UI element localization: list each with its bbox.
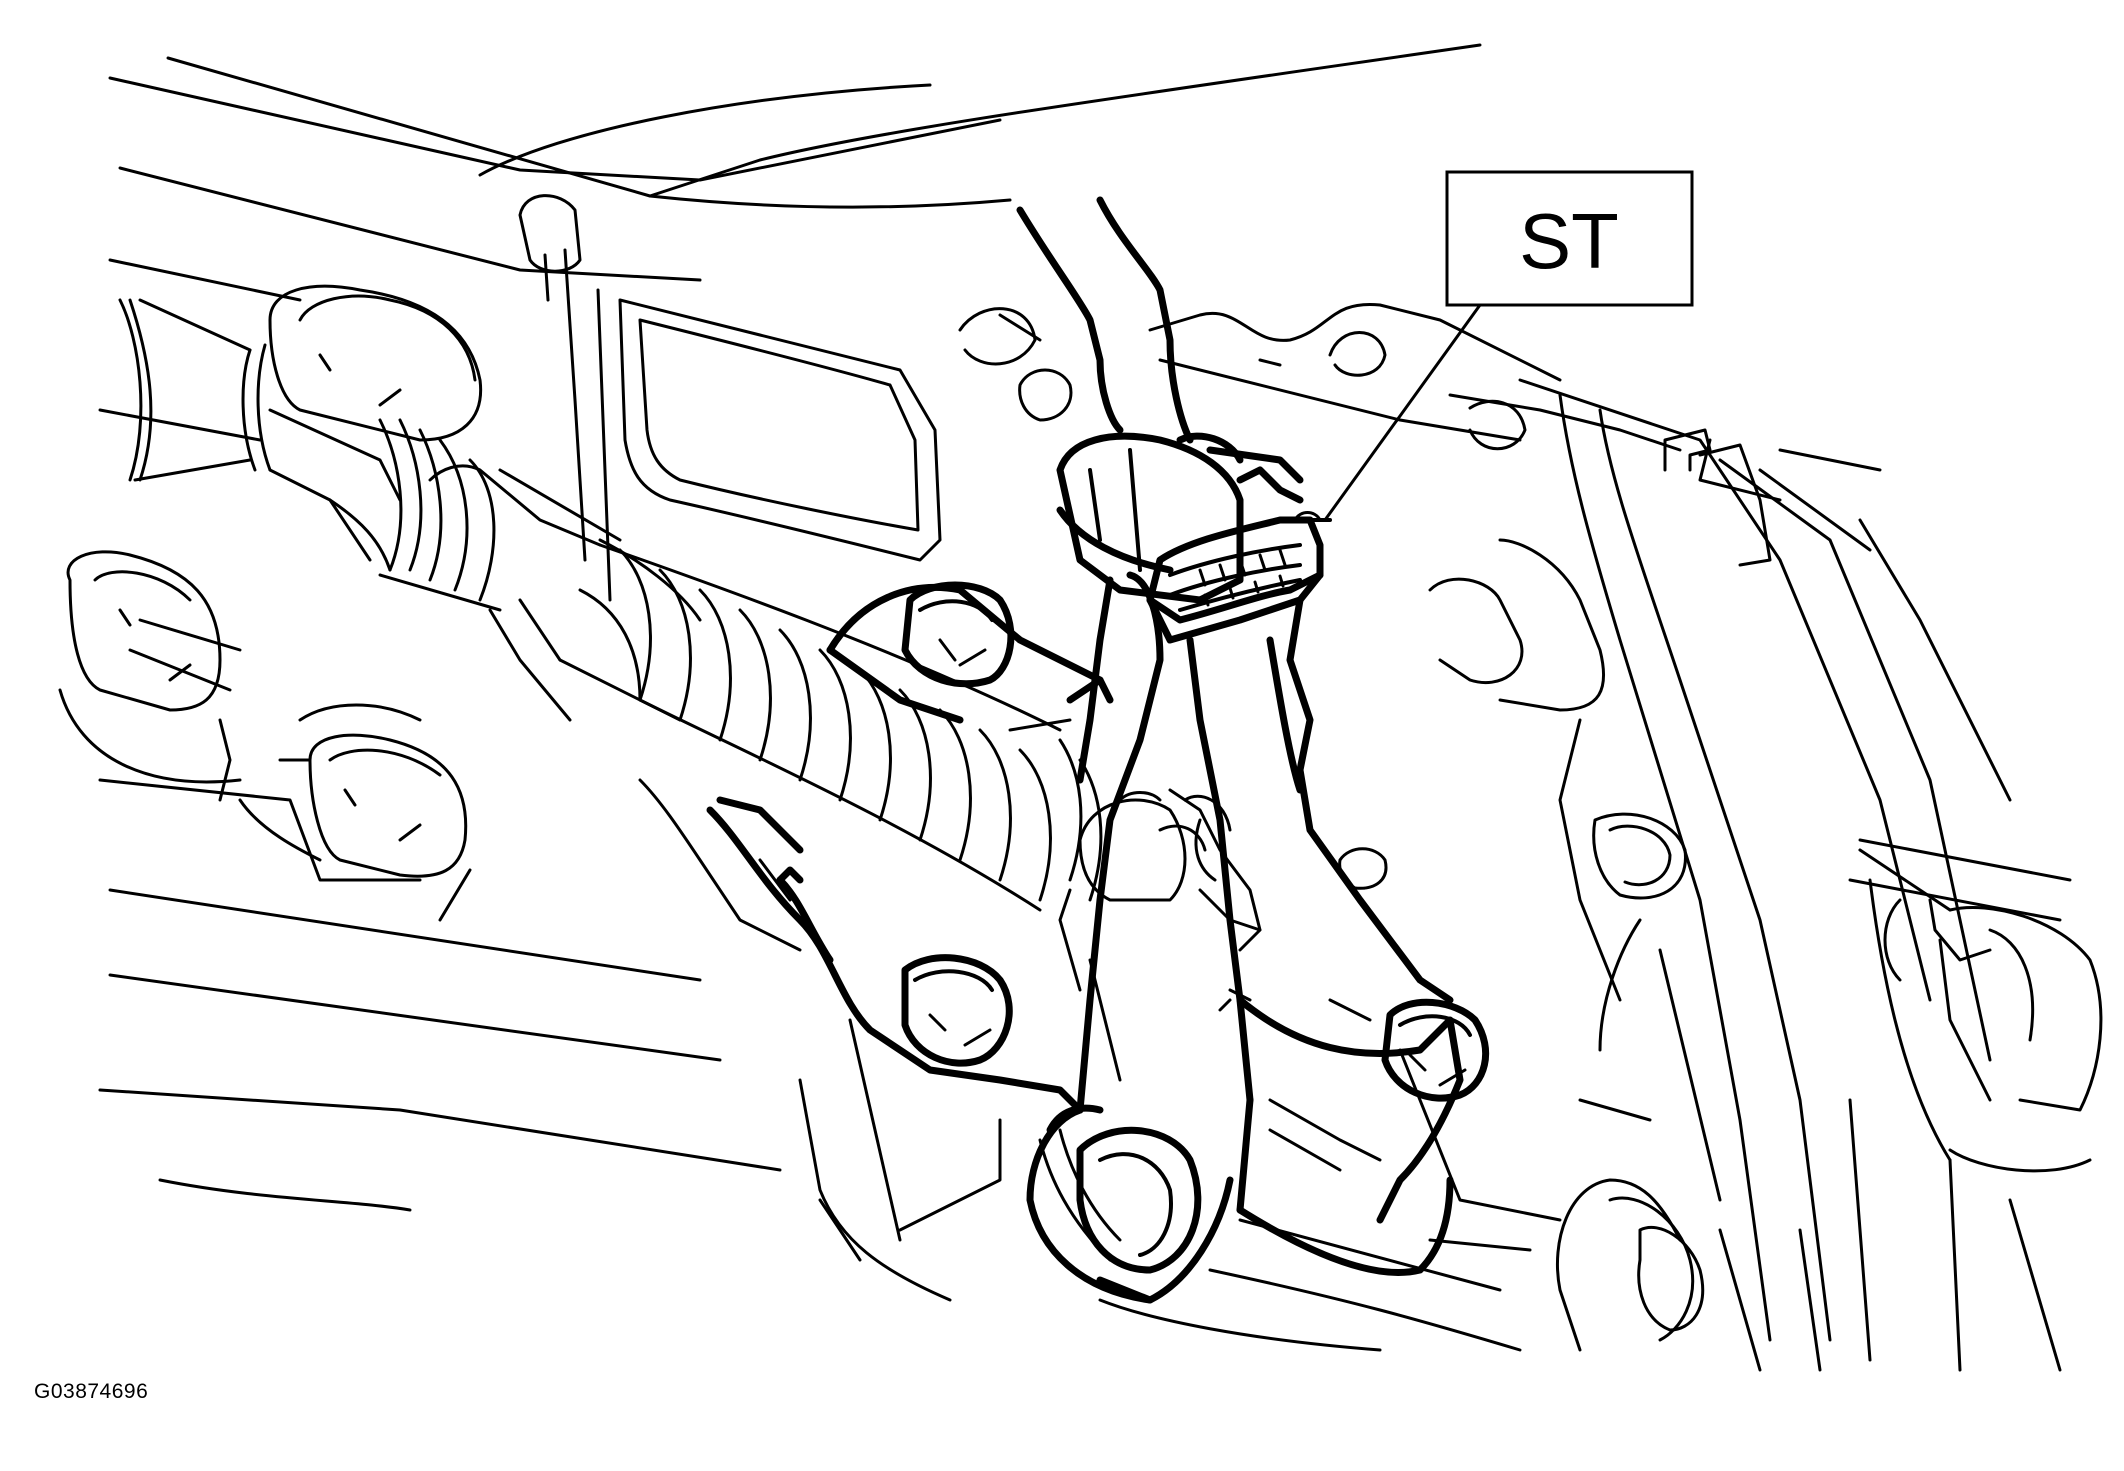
valve-body-plate [618, 298, 1042, 562]
callout-leader-line [1323, 304, 1482, 521]
manual-lever-bracket [706, 571, 1464, 1304]
special-tool-st [1146, 511, 1332, 644]
ribbed-shift-cable [268, 408, 1103, 912]
right-housing-lines [1148, 302, 2072, 1342]
upper-housing-lines [98, 43, 1482, 442]
bolt-upper-left [901, 581, 1015, 688]
callout-box: ST [1445, 170, 1694, 307]
left-cylinders [58, 284, 483, 922]
upper-vertical-cable [1016, 196, 1304, 604]
bolt-lower-left [901, 954, 1013, 1067]
edge-bolt-right [1883, 898, 1992, 982]
figure-code: G03874696 [34, 1380, 149, 1403]
upper-left-mounting-lug [518, 194, 612, 602]
callout-label: ST [1519, 197, 1619, 285]
right-bolt-boss [1428, 538, 2103, 1162]
lower-right-mount [1555, 1098, 2092, 1372]
cable-end-clip [1058, 788, 1262, 1082]
center-bosses [638, 368, 1388, 1172]
lower-housing-lines [98, 888, 1722, 1352]
bolt-right [1381, 998, 1490, 1102]
right-edge-connector [1663, 428, 1782, 567]
